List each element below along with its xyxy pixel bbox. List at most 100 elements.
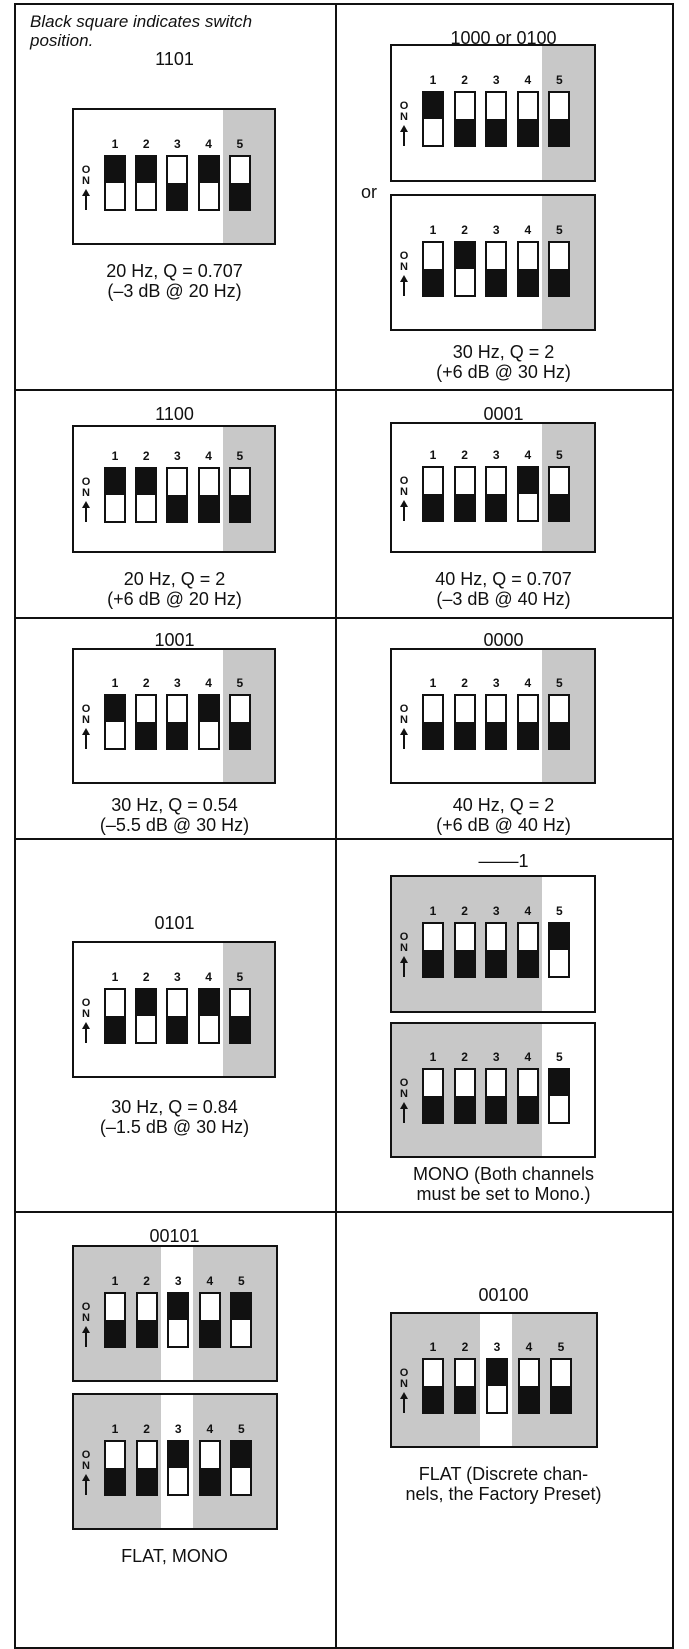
dip-switch-4: [516, 922, 539, 978]
on-letter-n: N: [400, 714, 408, 726]
on-letter-o: O: [81, 164, 91, 176]
dip-switch-1: [104, 1440, 126, 1496]
setting-cell: [335, 1211, 674, 1649]
switch-number: 1: [429, 1050, 437, 1064]
switch-number: 3: [492, 904, 500, 918]
switch-number: 2: [143, 1274, 150, 1288]
on-letter-n: N: [82, 1008, 90, 1020]
up-arrow-icon: [400, 728, 408, 749]
switch-number: 5: [556, 676, 563, 690]
switch-number: 4: [524, 904, 532, 918]
caption-line: nels, the Factory Preset): [405, 1484, 602, 1504]
up-arrow-icon: [82, 1326, 90, 1347]
switch-number: 2: [461, 223, 468, 237]
switch-lever-on: [137, 157, 156, 183]
switch-number: 3: [174, 676, 181, 690]
dip-switch-4: [197, 694, 220, 750]
switch-number: 4: [524, 448, 532, 462]
switch-number: 4: [205, 676, 212, 690]
on-letter-n: N: [82, 1312, 90, 1324]
switch-number: 2: [461, 448, 468, 462]
dip-switch-2: [135, 1440, 158, 1496]
dip-switch-3: [485, 241, 508, 297]
dip-switch-4: [198, 1440, 221, 1496]
up-arrow-icon: [82, 501, 90, 522]
switch-number: 2: [142, 449, 150, 463]
dip-switch-1: [422, 466, 444, 522]
switch-number: 5: [238, 1422, 245, 1436]
dip-switch-4: [197, 988, 220, 1044]
switch-lever-on: [106, 157, 124, 183]
switch-lever-on: [232, 1442, 251, 1468]
dip-switch-1: [422, 241, 444, 297]
switch-number: 4: [524, 676, 532, 690]
switch-number: 3: [174, 970, 181, 984]
switch-number: 3: [492, 448, 500, 462]
switch-code: 1100: [155, 404, 194, 424]
switch-number: 4: [524, 73, 532, 87]
switch-lever-on: [106, 469, 124, 495]
switch-lever-on: [455, 243, 474, 269]
caption-line: 20 Hz, Q = 2: [123, 569, 226, 589]
switch-number: 3: [174, 449, 181, 463]
switch-lever-off: [487, 119, 506, 145]
caption-line: (–3 dB @ 40 Hz): [436, 589, 571, 609]
switch-lever-on: [550, 924, 569, 950]
switch-code: 1001: [154, 630, 195, 650]
caption-line: 30 Hz, Q = 2: [452, 342, 555, 362]
caption-line: 40 Hz, Q = 2: [452, 795, 555, 815]
dip-switch-1: [104, 988, 126, 1044]
caption-line: must be set to Mono.): [416, 1184, 591, 1204]
switch-lever-off: [424, 950, 442, 976]
up-arrow-icon: [400, 1392, 408, 1413]
dip-switch-3: [486, 1358, 508, 1414]
on-letter-o: O: [81, 997, 91, 1009]
dip-switch-5: [228, 155, 251, 211]
switch-lever-off: [137, 722, 156, 748]
switch-lever-off: [168, 495, 187, 521]
on-letter-n: N: [82, 714, 90, 726]
on-letter-o: O: [399, 703, 409, 715]
switch-number: 1: [429, 448, 437, 462]
dip-switch-4: [198, 1292, 221, 1348]
dip-switch-5: [228, 467, 251, 523]
dip-switch-5: [548, 241, 571, 297]
switch-lever-off: [518, 119, 537, 145]
switch-code: 0000: [483, 630, 524, 650]
dip-switch-5: [548, 1068, 571, 1124]
switch-code: ––––1: [478, 851, 529, 871]
dip-switch-2: [453, 922, 476, 978]
switch-number: 2: [461, 1340, 469, 1354]
switch-lever-off: [550, 494, 569, 520]
switch-lever-off: [424, 1386, 442, 1412]
switch-number: 4: [524, 1050, 532, 1064]
dip-switch-3: [166, 155, 189, 211]
dip-switch-1: [422, 1068, 444, 1124]
switch-code: 0001: [483, 404, 524, 424]
switch-code: 1000 or 0100: [450, 28, 557, 48]
switch-lever-off: [230, 495, 249, 521]
on-letter-n: N: [82, 1460, 90, 1472]
switch-lever-on: [199, 157, 218, 183]
on-letter-o: O: [399, 931, 409, 943]
dip-switch-2: [454, 1358, 476, 1414]
dip-switch-4: [516, 694, 539, 750]
on-letter-o: O: [81, 476, 91, 488]
switch-number: 5: [556, 223, 563, 237]
dip-switch-5: [230, 1292, 253, 1348]
switch-lever-off: [487, 269, 506, 295]
switch-lever-off: [106, 1320, 124, 1346]
switch-number: 3: [174, 1274, 182, 1288]
